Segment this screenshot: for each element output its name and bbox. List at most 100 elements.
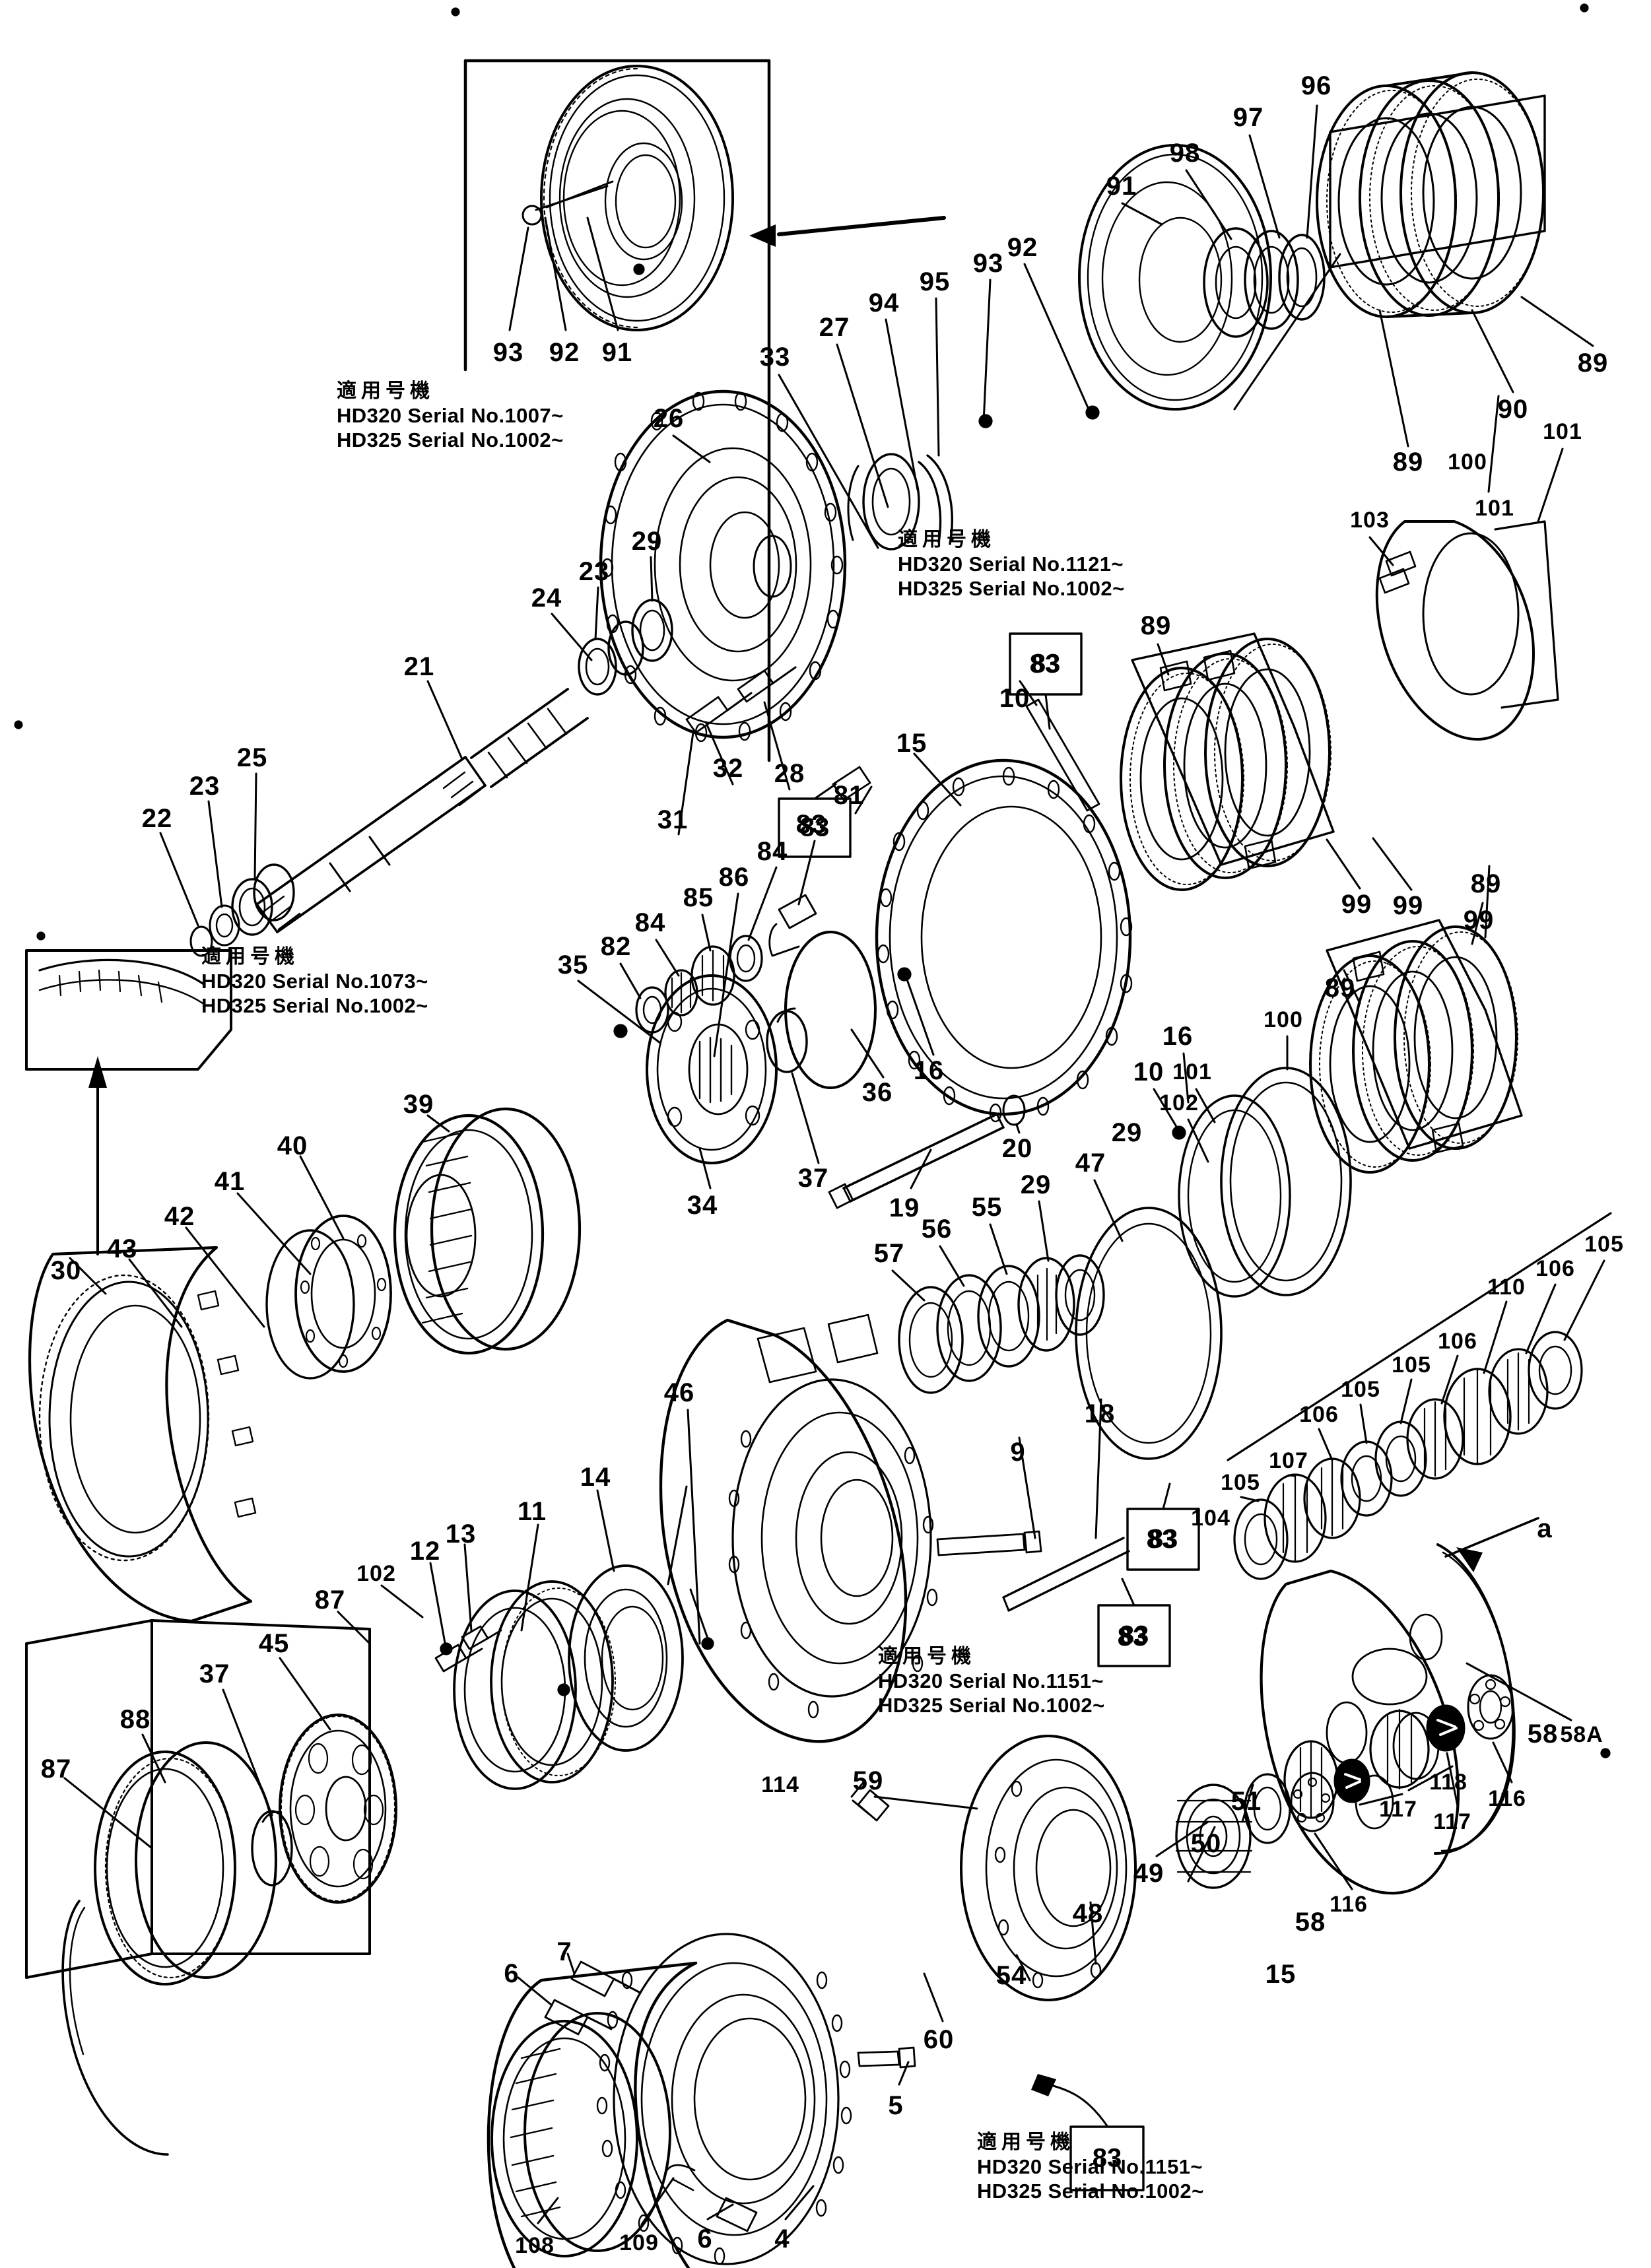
callout-6: 6 <box>504 1959 520 1988</box>
callout-106: 106 <box>1299 1402 1339 1427</box>
callout-16: 16 <box>913 1056 945 1085</box>
callout-21: 21 <box>403 652 435 681</box>
callout-83: 83 <box>1029 650 1061 679</box>
callout-101: 101 <box>1475 496 1514 521</box>
callout-30: 30 <box>50 1256 82 1285</box>
callout-91: 91 <box>601 338 633 367</box>
note-line-1: HD320 Serial No.1151~ <box>977 2155 1203 2179</box>
callout-20: 20 <box>1001 1134 1033 1163</box>
callout-57: 57 <box>873 1239 905 1268</box>
callout-95: 95 <box>919 267 951 296</box>
callout-105: 105 <box>1341 1377 1380 1402</box>
callout-60: 60 <box>923 2025 955 2054</box>
ring-103 <box>1375 520 1559 741</box>
callout-83: 83 <box>1146 1525 1178 1554</box>
note-line-1: HD320 Serial No.1007~ <box>337 404 564 428</box>
callout-102: 102 <box>1159 1090 1199 1116</box>
callout-106: 106 <box>1438 1329 1477 1354</box>
center-housing-46 <box>659 1314 938 1743</box>
callout-101: 101 <box>1543 419 1582 444</box>
callout-40: 40 <box>277 1131 308 1160</box>
callout-118: 118 <box>1429 1770 1467 1795</box>
callout-42: 42 <box>164 1202 195 1231</box>
callout-106: 106 <box>1535 1256 1575 1281</box>
callout-84: 84 <box>757 837 788 866</box>
housing-30-42-43 <box>28 1246 257 1623</box>
callout-37: 37 <box>797 1164 829 1193</box>
callout-100: 100 <box>1448 450 1487 475</box>
callout-82: 82 <box>600 932 632 961</box>
callout-16: 16 <box>1162 1022 1194 1051</box>
callout-91: 91 <box>1106 172 1137 201</box>
ring-88 <box>94 1741 277 1985</box>
callout-11: 11 <box>517 1497 547 1526</box>
callout-10: 10 <box>999 684 1030 713</box>
box-callout-83: 83 <box>1119 1620 1149 1650</box>
box-callout-83: 83 <box>799 813 830 842</box>
note-line-1: HD320 Serial No.1073~ <box>201 970 428 993</box>
callout-34: 34 <box>687 1191 718 1220</box>
callout-48: 48 <box>1072 1899 1104 1928</box>
callout-46: 46 <box>663 1378 695 1407</box>
callout-84: 84 <box>634 908 666 937</box>
note-jp-label: 適用号機 <box>898 528 995 551</box>
callout-24: 24 <box>531 584 562 613</box>
callout-104: 104 <box>1191 1506 1230 1531</box>
note-jp-label: 適用号機 <box>878 1645 976 1668</box>
box-callout-83: 83 <box>1092 2143 1122 2173</box>
callout-92: 92 <box>549 338 580 367</box>
callout-19: 19 <box>889 1193 920 1222</box>
note-line-1: HD320 Serial No.1121~ <box>898 552 1124 576</box>
note-line-2: HD325 Serial No.1002~ <box>977 2179 1204 2203</box>
callout-23: 23 <box>189 772 220 801</box>
callout-27: 27 <box>819 313 850 342</box>
callout-81: 81 <box>833 781 865 810</box>
callout-97: 97 <box>1232 103 1264 132</box>
callout-4: 4 <box>774 2224 790 2253</box>
callout-89: 89 <box>1324 974 1356 1003</box>
callout-43: 43 <box>106 1234 138 1263</box>
callout-93: 93 <box>492 338 524 367</box>
callout-105: 105 <box>1221 1470 1260 1495</box>
callout-107: 107 <box>1269 1448 1308 1473</box>
callout-92: 92 <box>1007 233 1038 262</box>
callout-36: 36 <box>861 1078 893 1107</box>
callout-105: 105 <box>1584 1232 1624 1257</box>
callout-14: 14 <box>580 1463 611 1492</box>
seals-27-33 <box>847 453 953 550</box>
callout-108: 108 <box>515 2233 555 2258</box>
callout-7: 7 <box>556 1937 572 1966</box>
callout-13: 13 <box>445 1519 477 1549</box>
bell-54 <box>960 1735 1137 2001</box>
callout-83: 83 <box>1117 1622 1149 1651</box>
callout-25: 25 <box>236 743 268 772</box>
callout-58A: 58A <box>1560 1722 1603 1747</box>
callout-33: 33 <box>759 343 791 372</box>
callout-49: 49 <box>1133 1859 1164 1888</box>
callout-110: 110 <box>1487 1275 1526 1300</box>
gears-48-51 <box>1175 1740 1339 1889</box>
ring-36-37 <box>766 931 877 1089</box>
callout-32: 32 <box>712 754 744 783</box>
note-jp-label: 適用号機 <box>337 380 434 403</box>
callout-28: 28 <box>774 759 805 788</box>
callout-22: 22 <box>141 804 173 833</box>
bolts-28-31-32 <box>685 666 797 734</box>
box-callout-83: 83 <box>1030 649 1061 679</box>
callout-86: 86 <box>718 863 750 892</box>
callout-89: 89 <box>1392 448 1424 477</box>
input-shaft-21 <box>255 688 589 933</box>
callout-56: 56 <box>921 1215 953 1244</box>
ring-gear-91 <box>508 65 734 331</box>
callout-99: 99 <box>1341 890 1372 919</box>
callout-39: 39 <box>403 1090 434 1119</box>
callout-99: 99 <box>1463 906 1495 935</box>
shaft-small-parts <box>189 863 295 957</box>
callout-89: 89 <box>1470 869 1502 898</box>
callout-94: 94 <box>868 288 900 317</box>
callout-98: 98 <box>1169 139 1201 168</box>
callout-59: 59 <box>852 1766 884 1795</box>
callout-87: 87 <box>40 1754 72 1784</box>
callout-89: 89 <box>1140 611 1172 640</box>
flange-40-41 <box>265 1215 392 1380</box>
